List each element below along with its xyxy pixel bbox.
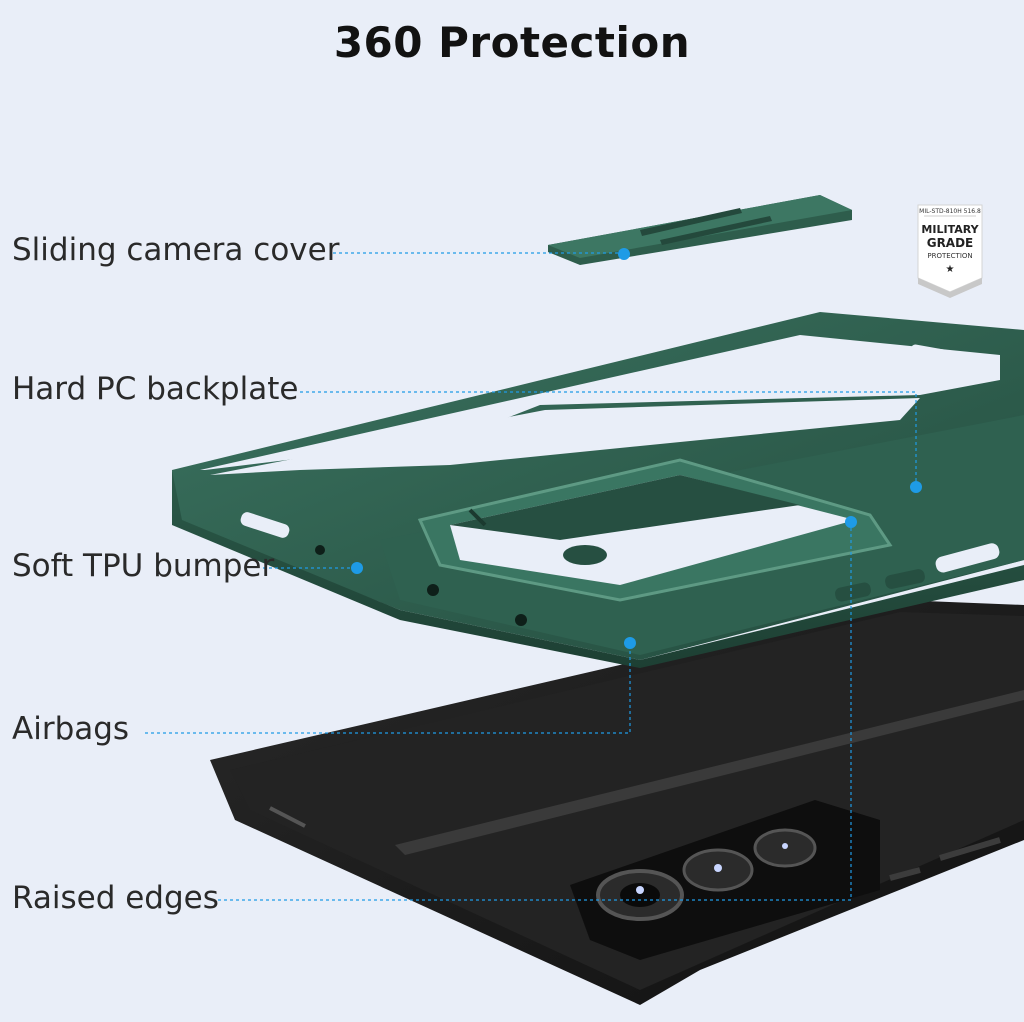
label-hard-pc-backplate: Hard PC backplate [12,371,299,407]
label-airbags: Airbags [12,711,130,747]
badge-text-group: MIL-STD-810H 516.8 MILITARY GRADE PROTEC… [919,208,981,275]
callout-line-backplate [300,391,917,487]
badge-star-icon: ★ [946,264,955,275]
badge-line4: PROTECTION [927,252,972,260]
badge-line2: MILITARY [921,223,979,236]
badge-line3: GRADE [927,236,974,250]
callout-dot-backplate [910,481,922,493]
military-grade-badge [917,204,983,298]
callout-line-edges [218,522,852,901]
label-raised-edges: Raised edges [12,880,219,916]
badge-line1: MIL-STD-810H 516.8 [919,208,981,215]
phone-camera-module [570,800,880,960]
sliding-camera-cover [548,195,852,265]
case-camera-frame [417,458,893,602]
callout-dots [351,248,922,649]
label-sliding-camera-cover: Sliding camera cover [12,232,340,268]
callout-dot-camera-cover [618,248,630,260]
label-soft-tpu-bumper: Soft TPU bumper [12,548,275,584]
page-title: 360 Protection [333,18,691,67]
callout-dot-bumper [351,562,363,574]
callout-dot-airbags [624,637,636,649]
callout-lines [145,252,917,901]
callout-dot-edges [845,516,857,528]
